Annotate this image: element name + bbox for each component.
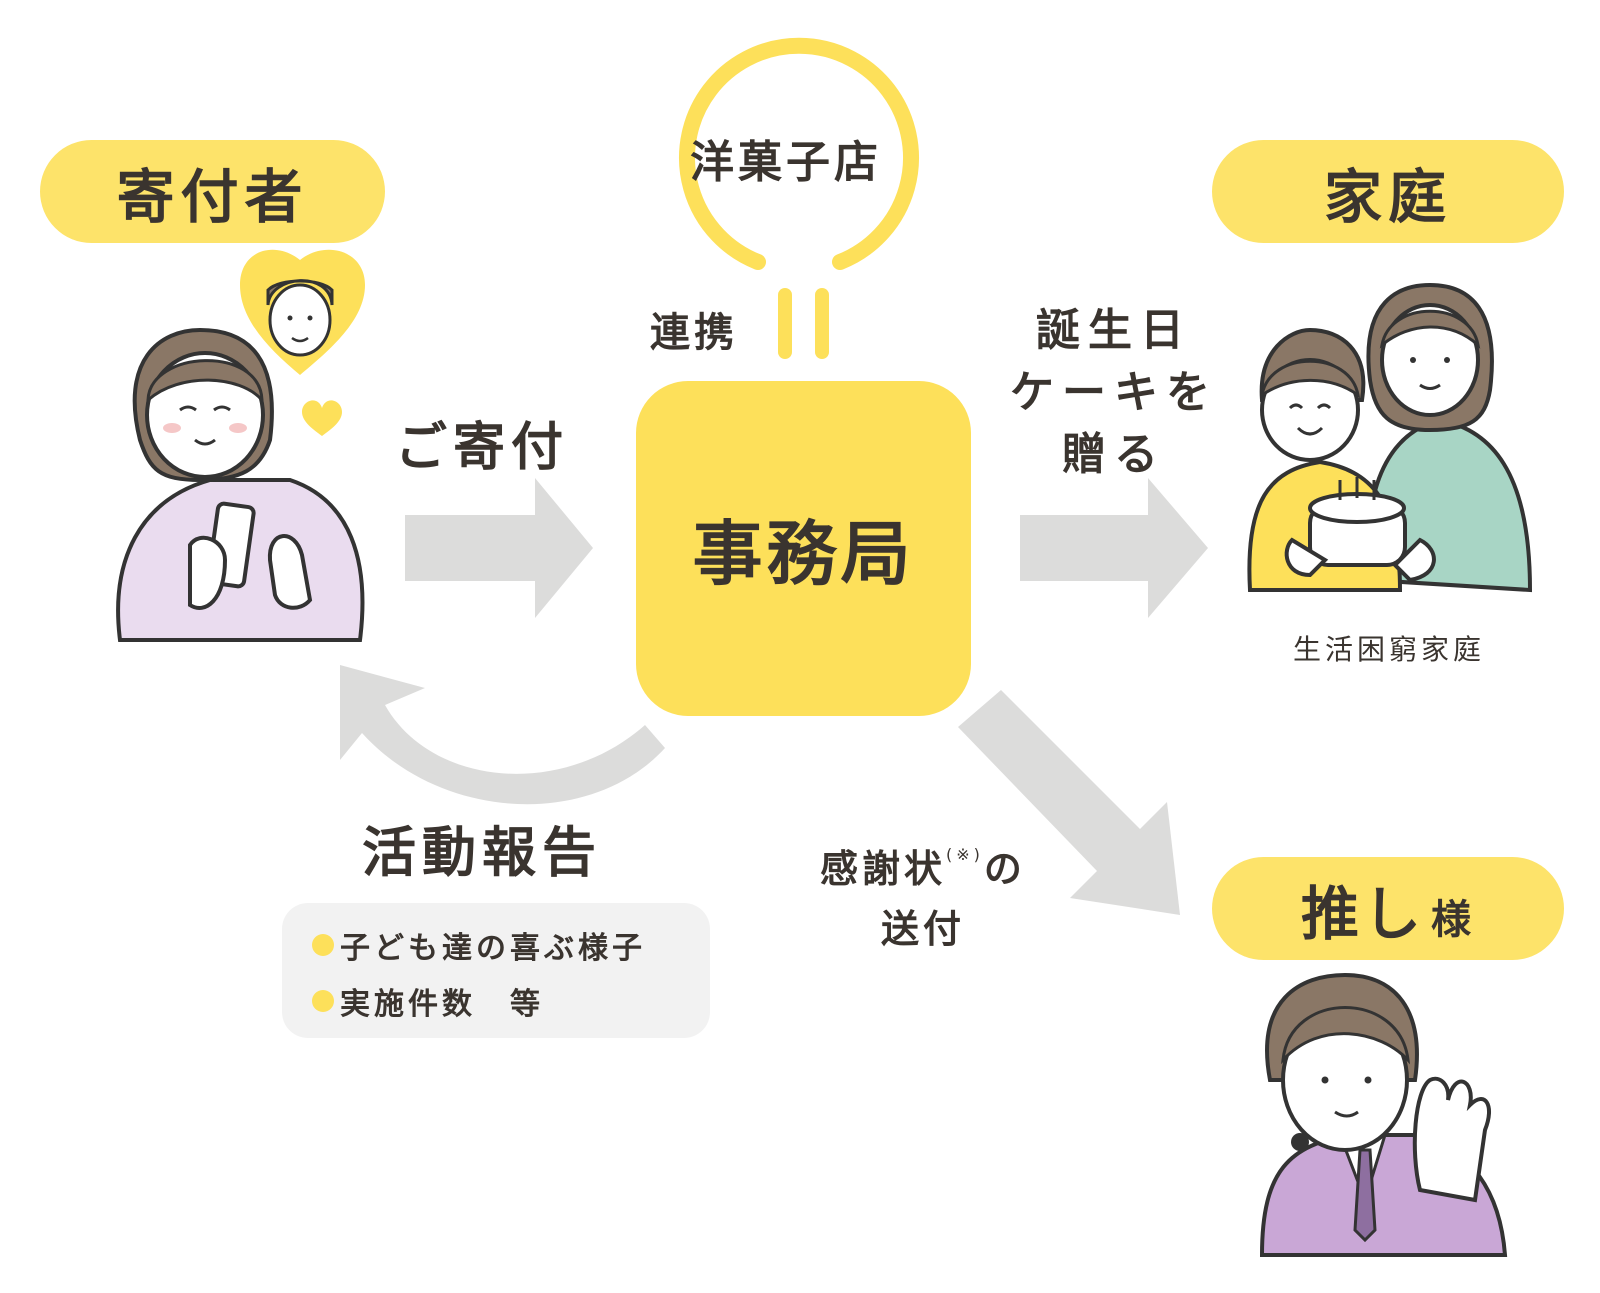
arrow-thanks: [958, 690, 1180, 915]
node-shop-label: 洋菓子店: [690, 137, 882, 188]
node-office: 事務局: [636, 381, 971, 716]
label-report: 活動報告: [362, 821, 602, 884]
bullet-dot-icon: [312, 934, 334, 956]
node-oshi-label: 推し: [1300, 879, 1425, 948]
label-cake-line3: 贈る: [1062, 429, 1166, 480]
report-item-text: 子ども達の喜ぶ様子: [340, 931, 646, 966]
report-item: 子ども達の喜ぶ様子: [312, 923, 646, 967]
man-with-headset-icon: [1259, 972, 1508, 1257]
report-item-text: 実施件数 等: [340, 987, 544, 1022]
arrow-report: [340, 665, 665, 805]
label-cake-line2: ケーキを: [1010, 367, 1218, 418]
report-box: 子ども達の喜ぶ様子 実施件数 等: [282, 903, 710, 1038]
arrow-cake: [1020, 478, 1208, 618]
node-donor: 寄付者: [40, 140, 385, 243]
node-family: 家庭: [1212, 140, 1564, 243]
node-oshi: 推し様: [1212, 857, 1564, 960]
node-donor-label: 寄付者: [116, 162, 309, 231]
label-thanks-main: 感謝状: [820, 847, 947, 891]
label-cake-line1: 誕生日: [1036, 305, 1192, 356]
shop-ring: [679, 37, 919, 270]
node-office-label: 事務局: [692, 513, 915, 595]
label-thanks-particle: の: [983, 847, 1026, 891]
family-with-cake-icon: [1247, 282, 1533, 593]
node-family-label: 家庭: [1323, 162, 1452, 231]
label-poor-family: 生活困窮家庭: [1293, 633, 1486, 666]
label-thanks-line2: 送付: [880, 907, 965, 951]
label-donation: ご寄付: [395, 418, 570, 478]
label-thanks: 感謝状(※)の 送付: [820, 825, 1026, 959]
label-renkei: 連携: [650, 310, 738, 356]
report-item: 実施件数 等: [312, 979, 544, 1023]
arrow-donation: [405, 478, 593, 618]
node-oshi-suffix: 様: [1431, 896, 1475, 943]
label-cake: 誕生日 ケーキを 贈る: [1010, 300, 1218, 486]
bullet-dot-icon: [312, 990, 334, 1012]
label-thanks-note: (※): [946, 845, 984, 864]
woman-with-phone-icon: [116, 249, 365, 642]
